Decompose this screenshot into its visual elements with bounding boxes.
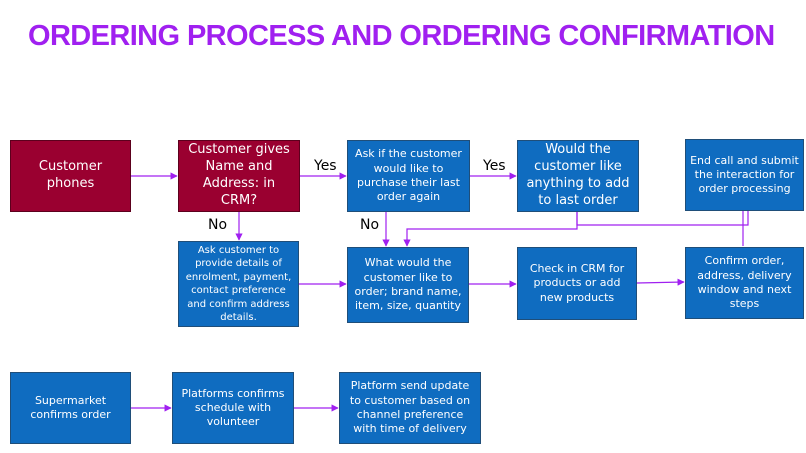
label-no-2: No xyxy=(360,217,380,233)
label-yes-2: Yes xyxy=(483,158,506,174)
node-ask-purchase-last: Ask if the customer would like to purcha… xyxy=(347,140,470,212)
node-would-add: Would the customer like anything to add … xyxy=(517,140,639,212)
node-platform-send-text: Platform send update to customer based o… xyxy=(349,379,471,436)
node-confirm-order-text: Confirm order, address, delivery window … xyxy=(697,254,792,311)
node-check-crm: Check in CRM for products or add new pro… xyxy=(517,247,637,320)
node-platform-send: Platform send update to customer based o… xyxy=(339,372,481,444)
node-customer-gives-name-text: Customer gives Name and Address: in CRM? xyxy=(188,142,290,208)
node-customer-gives-name: Customer gives Name and Address: in CRM? xyxy=(178,140,300,212)
node-what-order: What would the customer like to order; b… xyxy=(347,247,469,323)
node-end-call-text: End call and submit the interaction for … xyxy=(690,153,799,196)
page-title: ORDERING PROCESS AND ORDERING CONFIRMATI… xyxy=(28,20,775,52)
label-no-1: No xyxy=(208,217,228,233)
node-platforms-confirms-text: Platforms confirms schedule with volunte… xyxy=(181,386,285,429)
node-platforms-confirms: Platforms confirms schedule with volunte… xyxy=(172,372,294,444)
node-what-order-text: What would the customer like to order; b… xyxy=(354,256,462,313)
arrow-add-to-what xyxy=(403,212,578,247)
node-ask-details: Ask customer to provide details of enrol… xyxy=(178,241,299,327)
node-ask-details-text: Ask customer to provide details of enrol… xyxy=(185,244,292,324)
node-customer-phones-text: Customer phones xyxy=(38,159,103,191)
label-yes-1: Yes xyxy=(314,158,337,174)
node-confirm-order: Confirm order, address, delivery window … xyxy=(685,247,804,319)
arrow-check-to-confirm xyxy=(636,278,685,286)
node-ask-purchase-last-text: Ask if the customer would like to purcha… xyxy=(355,147,462,204)
node-supermarket-confirms-text: Supermarket confirms order xyxy=(30,393,111,421)
node-end-call: End call and submit the interaction for … xyxy=(685,139,804,211)
node-supermarket-confirms: Supermarket confirms order xyxy=(10,372,131,444)
node-would-add-text: Would the customer like anything to add … xyxy=(526,142,630,208)
node-customer-phones: Customer phones xyxy=(10,140,131,212)
node-check-crm-text: Check in CRM for products or add new pro… xyxy=(529,262,625,304)
